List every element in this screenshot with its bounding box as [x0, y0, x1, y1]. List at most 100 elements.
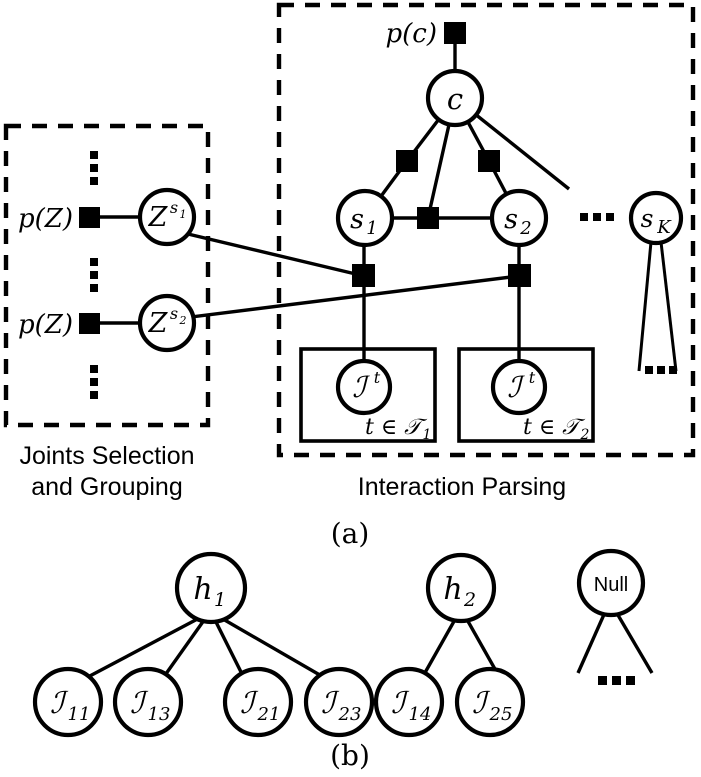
joints-selection-dashed-box — [3, 123, 211, 428]
vertical-ellipsis-top — [90, 151, 98, 185]
vertical-ellipsis-bottom — [90, 365, 98, 399]
node-c — [425, 68, 485, 128]
edge-h2-to-J14 — [420, 615, 459, 679]
edge-zs1-to-factor1 — [166, 227, 365, 278]
panel-a: c s 1 s 2 s K Z s 1 Z s 2 ℐ t ℐ — [3, 2, 696, 501]
node-J23 — [303, 666, 375, 738]
panel-b-caption: (b) — [330, 739, 370, 772]
node-s1 — [335, 188, 395, 248]
node-J21-sublabel: 21 — [257, 704, 281, 725]
panel-b: h 1 h 2 Null ℐ 11 ℐ 13 ℐ 21 ℐ 23 — [32, 548, 654, 738]
factor-square-pc — [444, 22, 466, 44]
plate-T2-label: t ∈ 𝒯 — [523, 415, 586, 440]
node-joint-t-1 — [335, 358, 393, 416]
panel-b-group1-edges — [85, 613, 326, 680]
node-s1-label-group: s 1 — [350, 204, 378, 239]
node-c-label: c — [447, 82, 463, 116]
node-J14-sublabel: 14 — [409, 704, 432, 725]
node-J13-sublabel: 13 — [148, 704, 171, 725]
node-J25-sublabel: 25 — [489, 704, 513, 725]
node-J25 — [454, 666, 526, 738]
node-sK-sublabel: K — [656, 217, 672, 238]
plate-T1-label-sub: 1 — [423, 427, 432, 443]
node-z-s1-label-group: Z s 1 — [148, 198, 187, 233]
node-joint-t-1-label: ℐ — [352, 370, 370, 404]
node-null — [576, 548, 646, 618]
plate-box-T2 — [457, 347, 595, 443]
vertical-ellipsis-middle — [90, 258, 98, 292]
edge-null-leg-right — [613, 609, 654, 674]
joints-selection-label-line1: Joints Selection — [19, 442, 194, 470]
node-s2 — [489, 188, 549, 248]
edge-zs2-to-factor2 — [166, 274, 520, 322]
factor-square-pz2 — [79, 313, 100, 334]
factor-square-pz1 — [79, 207, 100, 228]
node-z-s2-sup: s — [170, 304, 178, 323]
edge-h1-to-J23 — [215, 613, 326, 680]
node-z-s1-sup: s — [170, 198, 178, 217]
factor-square-s2-joint — [508, 264, 531, 287]
node-z-s2-label: Z — [148, 308, 169, 339]
joints-selection-label-line2: and Grouping — [31, 473, 183, 501]
node-h2-label-group: h 2 — [443, 572, 476, 611]
node-s1-sublabel: 1 — [366, 218, 377, 239]
node-J11-sublabel: 11 — [68, 704, 91, 725]
ellipsis-null-group — [598, 676, 635, 685]
prior-pz2-label: p(Z) — [18, 310, 73, 340]
node-h2-sublabel: 2 — [463, 589, 476, 611]
node-joint-t-1-sup: t — [374, 368, 381, 387]
node-h2-label: h — [443, 572, 462, 607]
node-h1-label-group: h 1 — [193, 572, 226, 611]
edge-h1-to-J13 — [161, 615, 209, 679]
node-J11 — [32, 666, 104, 738]
prior-pc-label: p(c) — [386, 19, 438, 49]
node-h1-label: h — [193, 572, 212, 607]
plate-T1-label: t ∈ 𝒯 — [365, 415, 428, 440]
node-sK-label-group: s K — [641, 204, 673, 238]
node-joint-t-1-label-group: ℐ t — [352, 368, 381, 404]
ellipsis-between-s2-sK — [580, 213, 614, 221]
panel-b-null-edges — [576, 609, 654, 674]
node-joint-t-2-label-group: ℐ t — [507, 368, 536, 404]
node-h1 — [174, 551, 248, 625]
edge-null-leg-left — [576, 609, 608, 674]
interaction-parsing-label: Interaction Parsing — [358, 473, 566, 501]
node-J13 — [112, 666, 184, 738]
edge-h1-to-J21 — [211, 615, 246, 679]
node-sK — [628, 190, 684, 246]
plate-T2-label-sub: 2 — [580, 427, 590, 443]
panel-a-caption: (a) — [331, 517, 370, 550]
node-joint-t-2-label: ℐ — [507, 370, 525, 404]
factor-square-c-s1 — [396, 150, 418, 172]
node-z-s1-sup-sub: 1 — [180, 208, 187, 221]
node-s2-sublabel: 2 — [519, 218, 531, 239]
node-h2 — [425, 552, 497, 624]
edge-sK-leg-left — [637, 241, 653, 372]
plate-T1-label-group: t ∈ 𝒯 1 — [365, 415, 431, 443]
plate-box-T1 — [299, 347, 437, 443]
node-J21 — [222, 666, 294, 738]
node-s2-label-group: s 2 — [504, 204, 532, 239]
node-z-s2-sup-sub: 2 — [179, 314, 187, 327]
node-z-s2 — [137, 293, 197, 353]
node-h1-sublabel: 1 — [214, 589, 226, 611]
node-z-s1-label: Z — [148, 202, 169, 233]
node-z-s2-label-group: Z s 2 — [148, 304, 187, 339]
node-z-s1 — [137, 187, 197, 247]
node-joint-t-2 — [490, 358, 548, 416]
edge-h1-to-J11 — [85, 613, 206, 680]
node-J23-sublabel: 23 — [338, 704, 362, 725]
factor-square-s1-joint — [352, 264, 375, 287]
factor-square-c-s2 — [478, 150, 500, 172]
node-J14 — [373, 666, 445, 738]
ellipsis-under-sK — [645, 366, 677, 374]
node-s1-label: s — [350, 204, 364, 235]
node-joint-t-2-sup: t — [529, 368, 536, 387]
edge-sK-leg-right — [659, 241, 678, 372]
node-s2-label: s — [504, 204, 518, 235]
prior-pz1-label: p(Z) — [18, 204, 73, 234]
factor-square-s1-s2 — [417, 207, 439, 229]
node-null-label: Null — [594, 574, 628, 596]
plate-T2-label-group: t ∈ 𝒯 2 — [523, 415, 590, 443]
